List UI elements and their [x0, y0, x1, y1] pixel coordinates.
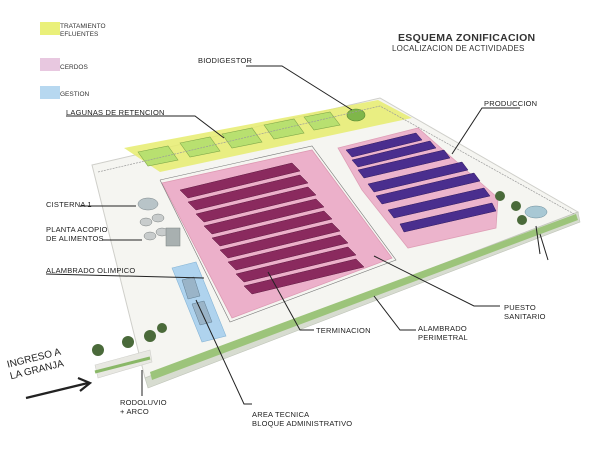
leader-lagunas: [66, 115, 225, 139]
terminacion-zone: [161, 149, 393, 319]
perimeter-green-strip: [150, 214, 578, 380]
barn: [351, 140, 437, 168]
barn: [227, 234, 349, 271]
label-terminacion: TERMINACION: [316, 326, 371, 335]
barn: [375, 172, 481, 205]
pond: [137, 145, 179, 167]
retention-ponds: [137, 111, 341, 167]
barn: [179, 162, 301, 199]
barn: [219, 222, 341, 259]
pond: [303, 111, 341, 131]
leader-produccion: [451, 107, 520, 155]
ingreso-arrow-shaft: [25, 381, 89, 400]
legend-gestion-label: GESTION: [60, 91, 90, 98]
tree: [495, 191, 505, 201]
legend-effluent-line1: TRATAMIENTO: [60, 23, 106, 30]
tree: [511, 201, 521, 211]
tree: [122, 336, 134, 348]
barn: [357, 149, 451, 179]
leader-biodigestor: [246, 65, 353, 111]
label-rodoluvio: RODOLUVIO+ ARCO: [120, 398, 167, 416]
label-perimetral-line2: PERIMETRAL: [418, 333, 468, 342]
biodigestor-tank: [346, 108, 366, 122]
leader-lines: [45, 65, 549, 405]
leader-alambrado-perimetral: [373, 295, 416, 331]
alambrado-perimetral: [97, 105, 575, 215]
pond: [179, 136, 221, 158]
barn: [195, 186, 317, 223]
tree: [92, 344, 104, 356]
leader-puesto: [373, 255, 500, 307]
feed-building: [165, 227, 181, 247]
barn: [235, 246, 357, 283]
legend-swatch-cerdos: [40, 58, 60, 71]
label-biodigestor: BIODIGESTOR: [198, 56, 253, 65]
legend-cerdos-label: CERDOS: [60, 64, 88, 71]
feed-silos: [139, 213, 181, 247]
barn: [399, 202, 497, 233]
tree: [517, 215, 527, 225]
label-lagunas: LAGUNAS DE RETENCION: [66, 108, 165, 117]
label-produccion: PRODUCCION: [484, 99, 538, 108]
diagram-title: ESQUEMA ZONIFICACION: [398, 32, 536, 44]
ingreso-arrow-head: [77, 376, 93, 392]
leader-south-2: [535, 225, 541, 255]
label-alambrado-olimpico: ALAMBRADO OLIMPICO: [46, 266, 136, 275]
produccion-barns: [345, 132, 497, 233]
diagram-subtitle: LOCALIZACION DE ACTIVIDADES: [392, 44, 525, 53]
tree: [157, 323, 167, 333]
trees: [92, 191, 527, 356]
leader-alambrado-olimpico: [45, 273, 205, 279]
tree: [144, 330, 156, 342]
pond: [263, 118, 305, 140]
barn: [387, 187, 491, 219]
silo: [139, 217, 153, 227]
entry-green-edge: [94, 356, 151, 374]
puesto-sanitario-tank: [524, 205, 548, 219]
barn: [187, 174, 309, 211]
leader-area-tecnica: [195, 299, 252, 405]
barn: [203, 198, 325, 235]
label-puesto-line1: PUESTO: [504, 303, 536, 312]
label-puesto-line2: SANITARIO: [504, 312, 546, 321]
barn: [345, 132, 423, 158]
cisterna-tank: [137, 197, 159, 211]
legend-effluent-line2: EFLUENTES: [60, 31, 99, 38]
silo: [143, 231, 157, 241]
legend-swatch-effluent: [40, 22, 60, 35]
label-perimetral-line1: ALAMBRADO: [418, 324, 467, 333]
label-rodoluvio-line1: RODOLUVIO: [120, 398, 167, 407]
label-cisterna: CISTERNA 1: [46, 200, 92, 209]
alambrado-olimpico: [159, 145, 397, 323]
label-planta-line1: PLANTA ACOPIO: [46, 225, 108, 234]
label-planta-line2: DE ALIMENTOS: [46, 234, 104, 243]
leader-terminacion: [267, 271, 314, 331]
label-area-line1: AREA TECNICA: [252, 410, 310, 419]
label-rodoluvio-line2: + ARCO: [120, 407, 149, 416]
barn: [367, 161, 469, 193]
legend-swatch-gestion: [40, 86, 60, 99]
leader-south-1: [539, 233, 549, 261]
terminacion-barns: [179, 162, 365, 295]
silo: [151, 213, 165, 223]
label-area-line2: BLOQUE ADMINISTRATIVO: [252, 419, 353, 428]
barn: [211, 210, 333, 247]
barn: [243, 258, 365, 295]
